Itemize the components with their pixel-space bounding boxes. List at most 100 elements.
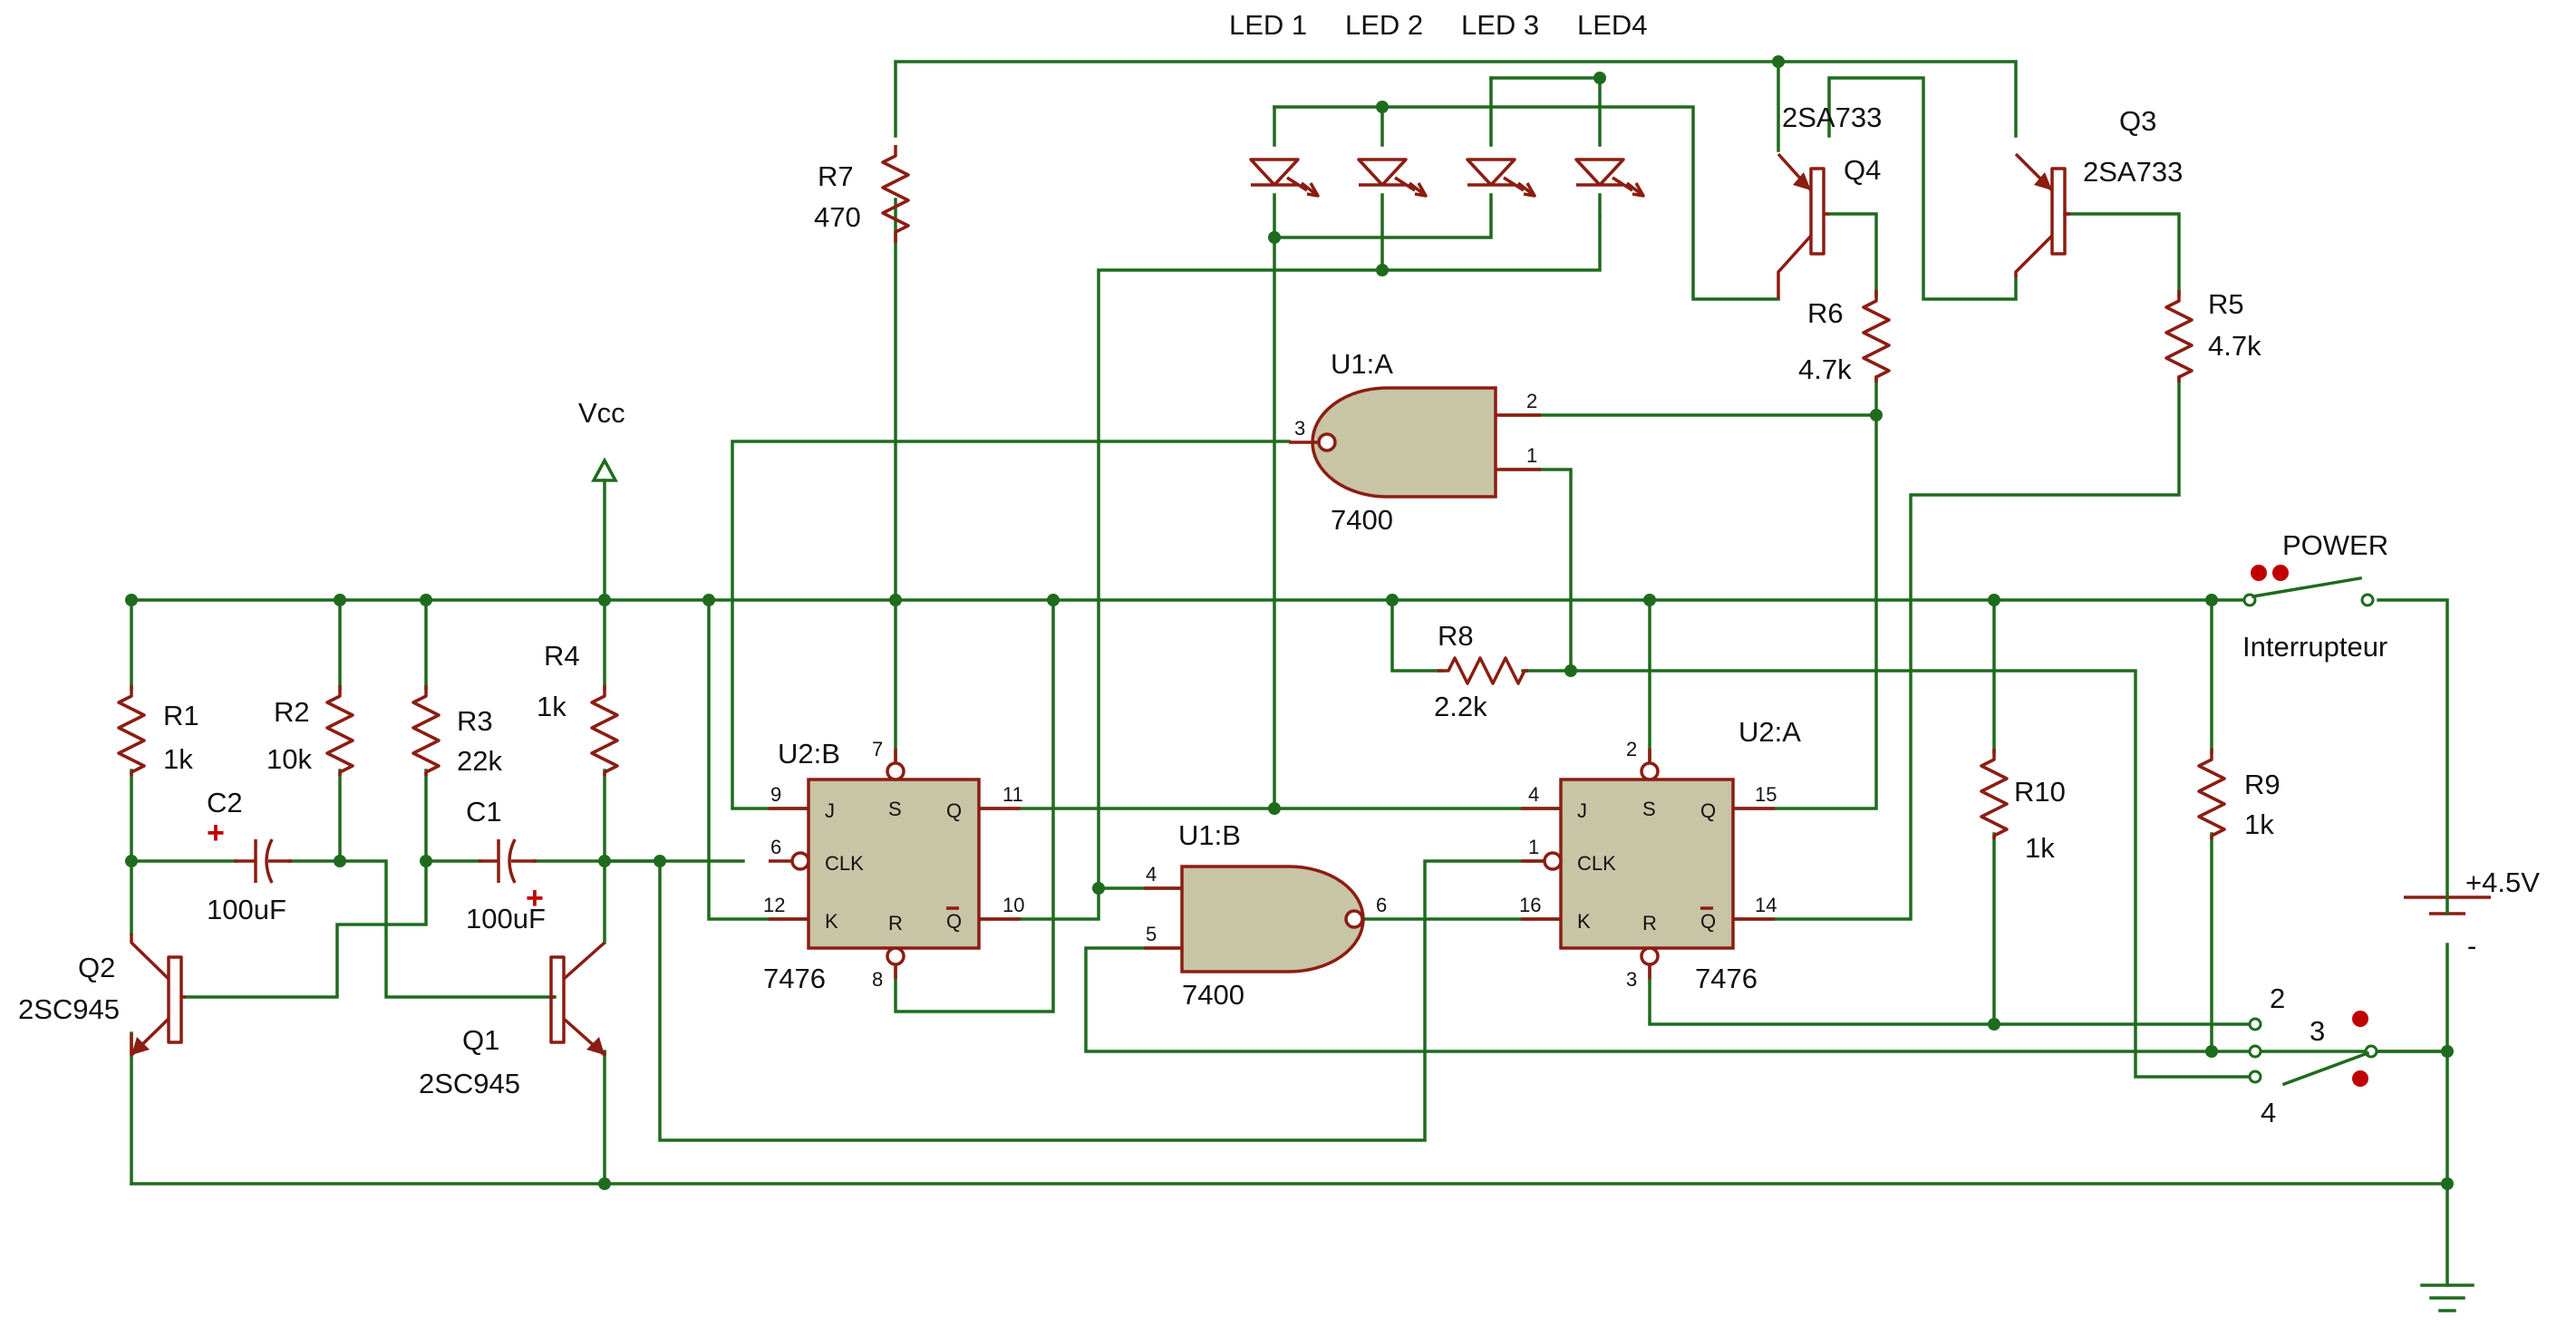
svg-text:J: J [825,799,835,822]
selector-switch[interactable]: 2 3 4 [2248,983,2378,1128]
led1-label: LED 1 [1229,9,1307,41]
svg-text:10: 10 [1002,894,1024,916]
led3-label: LED 3 [1461,9,1539,41]
r6-bottom-wire [1731,375,1878,810]
r2-label: R2 [274,696,310,728]
wires [130,60,2449,1287]
svg-text:+: + [526,881,544,915]
svg-text:2: 2 [1626,738,1637,760]
u1b-in5-wire [1084,946,2449,1053]
r2-value: 10k [266,743,312,775]
r3-label: R3 [457,705,493,737]
svg-text:S: S [888,798,902,820]
r8-value: 2.2k [1434,691,1487,722]
svg-text:12: 12 [763,894,785,916]
q3-collector-wire [1827,76,2018,301]
svg-text:S: S [1642,798,1656,820]
r10-value: 1k [2025,832,2055,864]
transistor-q4: 2SA733 Q4 [1777,102,1882,299]
r8-label: R8 [1438,620,1474,652]
resistor-r7: R7 470 [814,145,910,243]
r1-label: R1 [163,700,199,731]
led4-label: LED4 [1577,9,1648,41]
led-top-wire [1273,105,1780,301]
q2-model: 2SC945 [18,993,120,1025]
svg-text:4: 4 [1146,863,1157,886]
r7-value: 470 [814,201,861,233]
led3-top [1273,76,1493,239]
battery-wire [2377,598,2449,1287]
r9-value: 1k [2244,808,2274,840]
svg-text:R: R [1642,912,1657,934]
svg-text:5: 5 [1146,923,1157,945]
svg-text:2: 2 [1526,390,1537,412]
c2-label: C2 [207,787,243,818]
r3-value: 22k [457,745,502,777]
q2-label: Q2 [78,952,115,983]
vcc-label: Vcc [578,397,625,429]
svg-text:CLK: CLK [1577,852,1616,875]
resistor-r10: R10 1k [1980,749,2066,864]
svg-text:7: 7 [872,738,883,760]
svg-text:15: 15 [1755,783,1777,806]
capacitor-c1: + C1 100uF [466,796,546,934]
leds: LED 1 LED 2 LED 3 LED4 [1229,9,1648,198]
q3-model: 2SA733 [2083,156,2183,188]
c1-label: C1 [466,796,502,828]
svg-text:1: 1 [1526,444,1537,467]
switch-pos-3: 3 [2310,1015,2325,1047]
svg-text:+: + [207,816,225,850]
u2a-r-wire [1648,959,2252,1026]
resistor-r9: R9 1k [2197,749,2281,840]
transistor-q3: Q3 2SA733 [2014,105,2183,277]
q4-base-wire [1827,212,1878,297]
svg-text:K: K [1577,910,1591,933]
led-3: LED 3 [1461,9,1539,198]
r9-label: R9 [2244,769,2281,800]
svg-text:K: K [825,910,838,933]
svg-text:16: 16 [1519,894,1541,916]
resistor-r6: R6 4.7k [1798,290,1891,385]
svg-text:14: 14 [1755,894,1777,916]
svg-text:9: 9 [770,783,781,806]
q4-label: Q4 [1844,154,1881,186]
nand-gate-u1b: U1:B 7400 4 5 6 [1144,819,1387,1011]
flip-flop-u2a: J K CLK S R Q Q 4 1 16 2 3 15 14 U2:A 74… [1519,716,1801,994]
power-switch[interactable]: POWER Interrupteur [2242,529,2388,663]
svg-text:Q: Q [946,910,962,933]
resistor-r4: R4 1k [537,640,619,776]
switch-pos-2: 2 [2270,983,2285,1014]
svg-text:11: 11 [1002,783,1023,806]
led-1: LED 1 [1229,9,1320,198]
u1a-in1-wire [1499,468,1573,673]
resistor-r5: R5 4.7k [2164,288,2261,382]
r10-label: R10 [2014,776,2066,808]
clk-wire [603,859,1563,1142]
svg-text:R: R [888,912,903,934]
u2b-qbar-wire [977,214,1602,921]
resistor-r3: R3 22k [412,685,502,777]
u2b-chip: 7476 [763,963,826,994]
svg-text:3: 3 [1294,417,1305,440]
battery: +4.5V - [2404,866,2540,962]
r5-value: 4.7k [2208,330,2261,362]
r5-label: R5 [2208,288,2244,320]
q1-model: 2SC945 [419,1068,520,1099]
svg-text:J: J [1577,799,1587,822]
led4-top [1489,76,1602,218]
transistor-q1: Q1 2SC945 [419,941,606,1099]
q3-base-wire [2063,212,2181,297]
u1b-label: U1:B [1178,819,1241,851]
svg-text:4: 4 [1528,783,1539,806]
flip-flop-u2b: J K CLK S R Q Q 9 6 12 7 8 11 10 U2:B 74… [763,738,1024,994]
r4-value: 1k [537,691,567,722]
q3-label: Q3 [2119,105,2156,137]
svg-text:Q: Q [946,799,962,822]
r5-bottom-wire [1731,375,2181,921]
power-label: POWER [2282,529,2388,561]
resistor-r2: R2 10k [266,685,354,776]
ground-symbol [2420,1283,2474,1312]
u1b-chip: 7400 [1182,979,1244,1011]
r7-label: R7 [818,160,854,192]
